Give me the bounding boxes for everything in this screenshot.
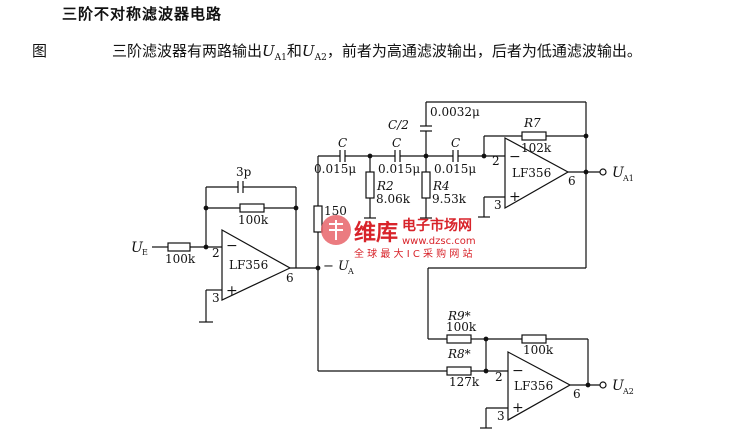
- caption-ua1-sub: A1: [274, 53, 287, 63]
- label-r-in: 100k: [165, 252, 196, 266]
- label-ua1-sub: A1: [622, 174, 634, 183]
- label-op1-pin-noninv: 3: [212, 291, 220, 305]
- label-op2-pin-noninv: 3: [494, 198, 502, 212]
- label-r-150: 150: [324, 204, 347, 218]
- label-r2-value: 8.06k: [376, 192, 411, 206]
- watermark-logo-text: 维库: [354, 220, 398, 246]
- label-r8-name: R8*: [447, 347, 471, 361]
- watermark-url: www.dzsc.com: [402, 236, 476, 247]
- label-op2-plus: +: [509, 189, 521, 205]
- label-op1-plus: +: [226, 283, 238, 299]
- node-feedback-right: [293, 205, 299, 211]
- label-ua1: U: [612, 165, 625, 181]
- label-r-fb3: 100k: [523, 343, 554, 357]
- resistor-input: [167, 242, 191, 252]
- label-op3-pin-inv: 2: [495, 370, 503, 384]
- label-r-fb1: 100k: [238, 213, 269, 227]
- node-r7-right: [583, 133, 589, 139]
- label-chalf-value: 0.0032μ: [430, 105, 480, 119]
- terminal-ua2: [599, 381, 607, 389]
- label-c1-name: C: [338, 136, 347, 150]
- label-op2-pin-inv: 2: [492, 154, 500, 168]
- terminal-ua1: [599, 168, 607, 176]
- label-chalf-name: C/2: [388, 118, 409, 132]
- opamp-2: [504, 136, 570, 210]
- watermark-site-name: 电子市场网: [402, 217, 472, 234]
- label-c2-value: 0.015μ: [378, 162, 420, 176]
- label-op2-minus: −: [509, 149, 521, 165]
- caption-ua2-sub: A2: [314, 53, 327, 63]
- resistor-150: [313, 205, 323, 233]
- opamp-1: [221, 228, 292, 301]
- caption-text: 三阶滤波器有两路输出UA1和UA2，前者为高通滤波输出，后者为低通滤波输出。: [112, 40, 642, 63]
- label-opamp-2: LF356: [512, 166, 551, 180]
- resistor-r2: [365, 171, 375, 199]
- label-op3-plus: +: [512, 400, 524, 416]
- label-op3-pin-out: 6: [573, 387, 581, 401]
- page-title: 三阶不对称滤波器电路: [62, 5, 223, 23]
- label-c3-name: C: [451, 136, 460, 150]
- caption-ua1-symbol: U: [262, 42, 275, 60]
- resistor-feedback-1: [239, 203, 265, 213]
- label-c3-value: 0.015μ: [434, 162, 476, 176]
- resistor-r4: [421, 171, 431, 199]
- label-op3-minus: −: [512, 363, 524, 379]
- label-opamp-1: LF356: [229, 258, 268, 272]
- label-op1-pin-inv: 2: [212, 246, 220, 260]
- label-input-ue-sub: E: [142, 248, 148, 257]
- label-ua: − U: [323, 259, 350, 274]
- label-r4-value: 9.53k: [432, 192, 467, 206]
- label-r4-name: R4: [432, 179, 450, 193]
- label-op1-minus: −: [226, 238, 238, 254]
- label-ua2: U: [612, 378, 625, 394]
- label-op3-pin-noninv: 3: [497, 409, 505, 423]
- label-r2-name: R2: [376, 179, 394, 193]
- label-cap-3p: 3p: [236, 165, 252, 179]
- caption-tail: ，前者为高通滤波输出，后者为低通滤波输出。: [326, 42, 642, 60]
- figure-label: 图: [32, 42, 48, 60]
- resistor-r7: [521, 131, 547, 141]
- opamp-3: [507, 351, 572, 422]
- label-r8-value: 127k: [449, 375, 480, 389]
- label-op1-pin-out: 6: [286, 271, 294, 285]
- label-c1-value: 0.015μ: [314, 162, 356, 176]
- caption-ua2-symbol: U: [301, 42, 315, 60]
- resistor-feedback-3: [521, 334, 547, 344]
- label-c2-name: C: [392, 136, 401, 150]
- label-op2-pin-out: 6: [568, 174, 576, 188]
- label-r9-name: R9*: [447, 309, 471, 323]
- label-r9-value: 100k: [446, 320, 477, 334]
- label-input-ue: U: [131, 240, 144, 256]
- resistor-r9: [446, 334, 472, 344]
- caption-lead: 三阶滤波器有两路输出: [112, 42, 263, 60]
- node-ua2: [585, 382, 591, 388]
- label-r7-value: 102k: [521, 141, 552, 155]
- label-ua-sub: A: [347, 267, 354, 276]
- resistor-r8: [446, 366, 472, 376]
- watermark-slogan: 全 球 最 大 I C 采 购 网 站: [354, 247, 473, 260]
- label-r7-name: R7: [523, 116, 541, 130]
- watermark: 维库 电子市场网 www.dzsc.com 全 球 最 大 I C 采 购 网 …: [321, 215, 476, 260]
- caption-and: 和: [286, 42, 302, 60]
- label-opamp-3: LF356: [514, 379, 553, 393]
- label-ua2-sub: A2: [622, 387, 634, 396]
